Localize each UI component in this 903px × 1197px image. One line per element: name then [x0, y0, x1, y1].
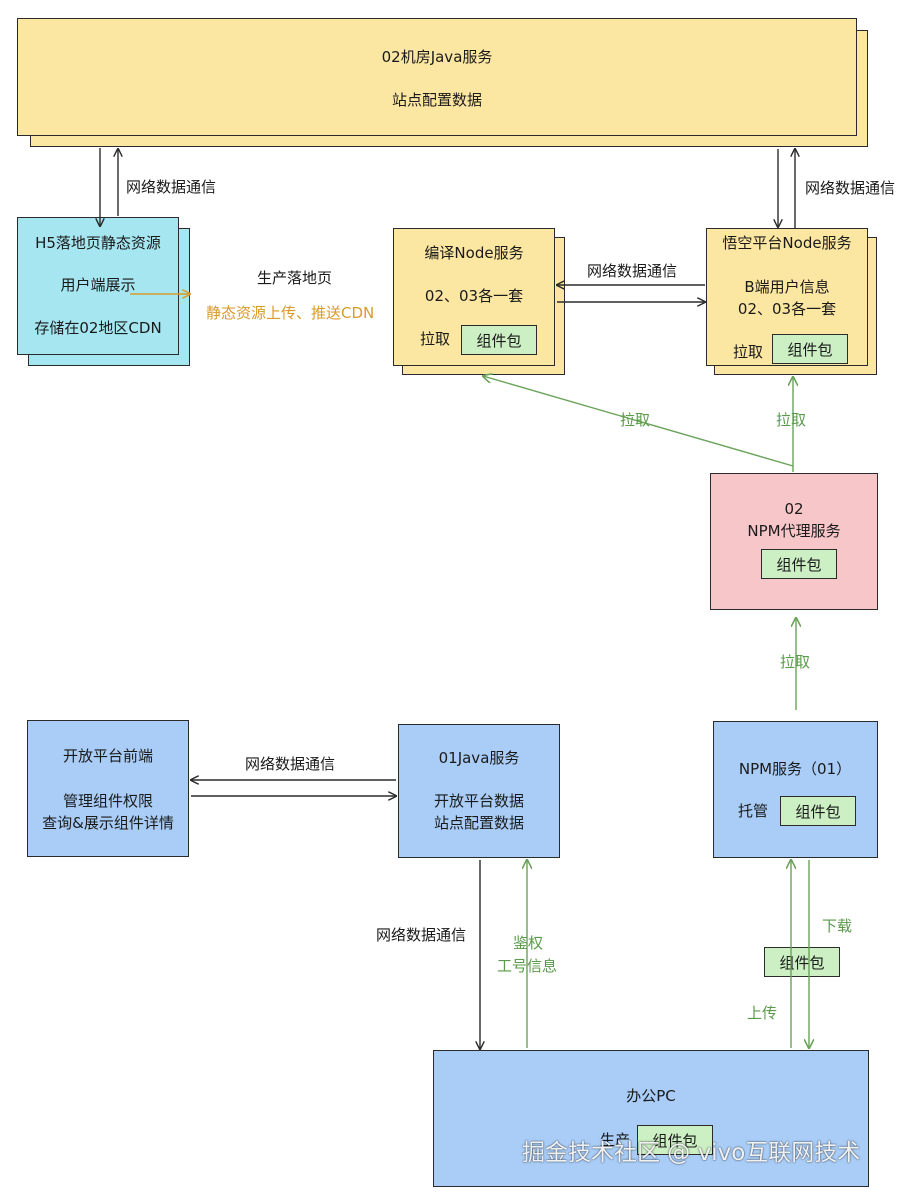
label-pull-proxy: 拉取 [780, 653, 811, 671]
label-upload-cdn: 静态资源上传、推送CDN [206, 304, 375, 322]
office-pc-box [433, 1050, 869, 1187]
java01-line2: 开放平台数据 [433, 792, 525, 810]
wukong-node-line3: 02、03各一套 [737, 300, 837, 318]
label-upload: 上传 [747, 1004, 778, 1022]
open-frontend-line2: 管理组件权限 [62, 792, 154, 810]
label-net-h5: 网络数据通信 [126, 178, 217, 196]
label-pull-compile: 拉取 [620, 411, 651, 429]
label-employee-info: 工号信息 [497, 957, 558, 975]
watermark: 掘金技术社区 @ vivo互联网技术 [522, 1140, 861, 1166]
open-frontend-title: 开放平台前端 [62, 747, 154, 765]
open-frontend-box [27, 720, 189, 857]
label-net-compile-wukong: 网络数据通信 [587, 262, 678, 280]
compile-node-title: 编译Node服务 [424, 244, 524, 262]
compile-node-pull: 拉取 [420, 330, 451, 348]
java02-title: 02机房Java服务 [381, 48, 493, 66]
npm-proxy-package: 组件包 [761, 549, 837, 579]
label-net-wukong: 网络数据通信 [805, 179, 896, 197]
npm01-host: 托管 [738, 802, 769, 820]
h5-resources-box [17, 217, 179, 355]
label-produce-page: 生产落地页 [257, 269, 333, 287]
h5-line2: 用户端展示 [60, 276, 136, 294]
office-pc-package: 组件包 [637, 1125, 713, 1155]
npm-proxy-line2: NPM代理服务 [747, 522, 841, 540]
h5-line1: H5落地页静态资源 [35, 234, 161, 252]
wukong-node-package: 组件包 [772, 334, 848, 364]
label-pull-wukong: 拉取 [776, 411, 807, 429]
wukong-node-title: 悟空平台Node服务 [722, 234, 852, 252]
label-net-frontend-java01: 网络数据通信 [245, 755, 336, 773]
wukong-node-pull: 拉取 [733, 343, 764, 361]
npm01-box [713, 721, 878, 858]
label-net-java01-pc: 网络数据通信 [376, 926, 467, 944]
java01-title: 01Java服务 [438, 749, 520, 767]
office-pc-title: 办公PC [626, 1087, 676, 1105]
label-download: 下载 [822, 917, 853, 935]
java02-subtitle: 站点配置数据 [391, 91, 483, 109]
java01-service-box [398, 724, 560, 858]
npm01-title: NPM服务（01） [738, 760, 852, 778]
npm-proxy-line1: 02 [784, 500, 804, 518]
compile-node-subtitle: 02、03各一套 [424, 287, 524, 305]
java01-line3: 站点配置数据 [433, 814, 525, 832]
open-frontend-line3: 查询&展示组件详情 [42, 814, 174, 832]
npm-proxy-box [710, 473, 878, 610]
wukong-node-line2: B端用户信息 [744, 278, 830, 296]
label-auth: 鉴权 [513, 934, 544, 952]
office-pc-produce: 生产 [600, 1131, 631, 1149]
java02-service-box [17, 18, 857, 136]
h5-line3: 存储在02地区CDN [34, 319, 162, 337]
npm01-package: 组件包 [780, 796, 856, 826]
compile-node-package: 组件包 [461, 325, 537, 355]
